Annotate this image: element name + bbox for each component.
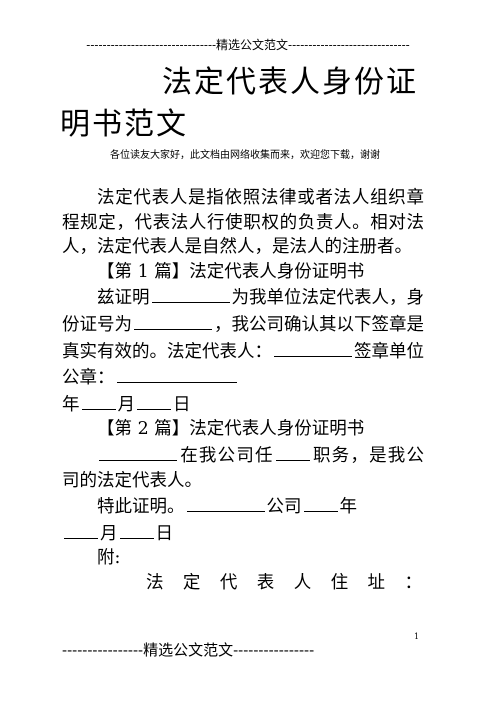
month-blank-2 <box>64 520 98 539</box>
download-note: 各位读友大家好，此文档由网络收集而来，欢迎您下载，谢谢 <box>110 150 380 161</box>
name-blank <box>151 284 230 304</box>
section-1-heading: 【第 1 篇】法定代表人身份证明书 <box>97 261 365 282</box>
id-number-blank <box>134 311 212 330</box>
month-blank <box>81 391 116 410</box>
day-blank <box>137 391 171 410</box>
intro-paragraph: 法定代表人是指依照法律或者法人组织章程规定，代表法人行使职权的负责人。相对法人，… <box>62 188 424 258</box>
document-body: 法定代表人是指依照法律或者法人组织章程规定，代表法人行使职权的负责人。相对法人，… <box>62 186 424 596</box>
representative-signature-blank <box>274 338 352 357</box>
section-1-date: 年月日 <box>62 391 424 418</box>
name-blank-2 <box>99 442 177 461</box>
position-blank <box>275 442 310 461</box>
attachment-label: 附: <box>97 548 121 569</box>
section-2-heading: 【第 2 篇】法定代表人身份证明书 <box>97 419 365 440</box>
company-seal-blank <box>116 364 237 384</box>
address-line: 法 定 代 表 人 住 址 ： <box>146 572 422 593</box>
document-title: 法定代表人身份证 明书范文 <box>60 62 440 146</box>
company-blank <box>186 493 265 513</box>
section-2-date: 月日 <box>62 520 424 547</box>
page-header: --------------------------------精选公文范文--… <box>86 38 410 52</box>
section-2-paragraph: 在我公司任职务，是我公司的法定代表人。 <box>62 442 424 493</box>
day-blank-2 <box>119 520 154 539</box>
year-blank <box>303 493 338 513</box>
title-line-2: 明书范文 <box>60 107 188 142</box>
title-line-1: 法定代表人身份证 <box>162 65 418 100</box>
section-1-paragraph: 兹证明为我单位法定代表人，身份证号为，我公司确认其以下签章是真实有效的。法定代表… <box>62 284 424 390</box>
page-footer: ----------------精选公文范文---------------- <box>62 641 315 659</box>
page-number: 1 <box>414 632 420 641</box>
section-2-certify: 特此证明。公司年 <box>62 493 424 520</box>
